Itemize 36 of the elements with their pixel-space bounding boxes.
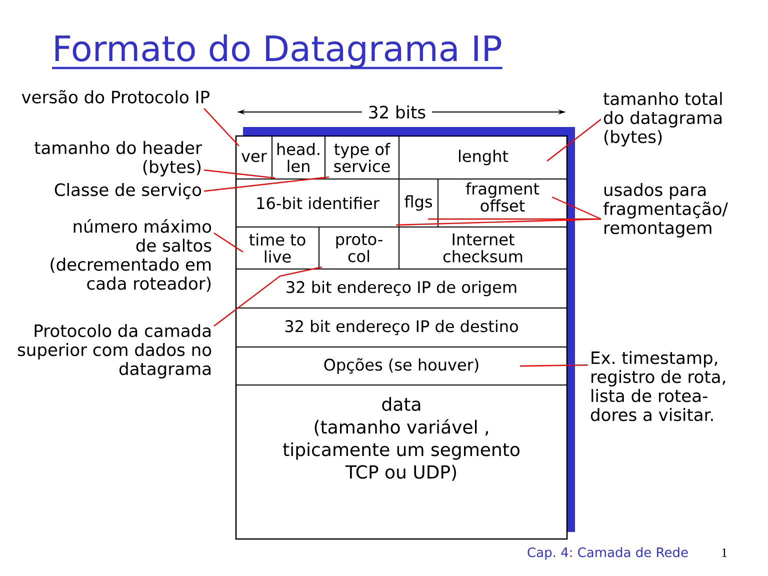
field-cell: proto- col — [318, 226, 400, 270]
page-number: 1 — [722, 548, 727, 557]
annotation: Protocolo da camada superior com dados no datagrama — [18, 324, 212, 378]
slide-title: Formato do Datagrama IP — [52, 34, 502, 70]
leader-line — [520, 364, 588, 367]
leader-line — [204, 108, 240, 146]
leader-line — [214, 266, 322, 326]
annotation: tamanho total do datagrama (bytes) — [603, 92, 722, 146]
leader-line — [428, 218, 601, 220]
field-cell: type of service — [324, 136, 400, 180]
field-cell: lenght — [398, 136, 568, 180]
field-cell: 32 bit endereço IP de origem — [236, 268, 568, 308]
annotation: número máximo de saltos (decrementado em cada roteador) — [50, 219, 212, 292]
annotation: tamanho do header (bytes) — [34, 141, 202, 176]
datagram-box — [235, 127, 575, 540]
field-cell: Opções (se houver) — [236, 346, 568, 386]
annotation: Classe de serviço — [54, 183, 202, 200]
annotation: versão do Protocolo IP — [22, 90, 210, 104]
annotation: usados para fragmentação/ remontagem — [603, 183, 728, 238]
leader-line — [552, 196, 602, 220]
leader-line — [214, 232, 244, 252]
leader-line — [546, 118, 602, 162]
field-cell: 16-bit identifier — [236, 178, 400, 228]
field-cell: flgs — [398, 178, 438, 228]
field-cell: 32 bit endereço IP de destino — [236, 308, 568, 348]
field-cell: data (tamanho variável , tipicamente um segmento TCP ou UDP) — [236, 384, 568, 540]
field-cell: fragment offset — [438, 178, 568, 228]
dimension-label: 32 bits — [369, 105, 426, 119]
leader-line — [204, 176, 330, 192]
leader-line — [204, 169, 276, 179]
field-cell: Internet checksum — [398, 226, 568, 270]
footer-text: Cap. 4: Camada de Rede — [528, 547, 688, 560]
field-cell: ver — [236, 136, 272, 180]
field-cell: time to live — [236, 226, 320, 270]
field-cell: head. len — [272, 136, 326, 180]
annotation: Ex. timestamp, registro de rota, lista de rotea- dores a visitar. — [590, 351, 726, 422]
